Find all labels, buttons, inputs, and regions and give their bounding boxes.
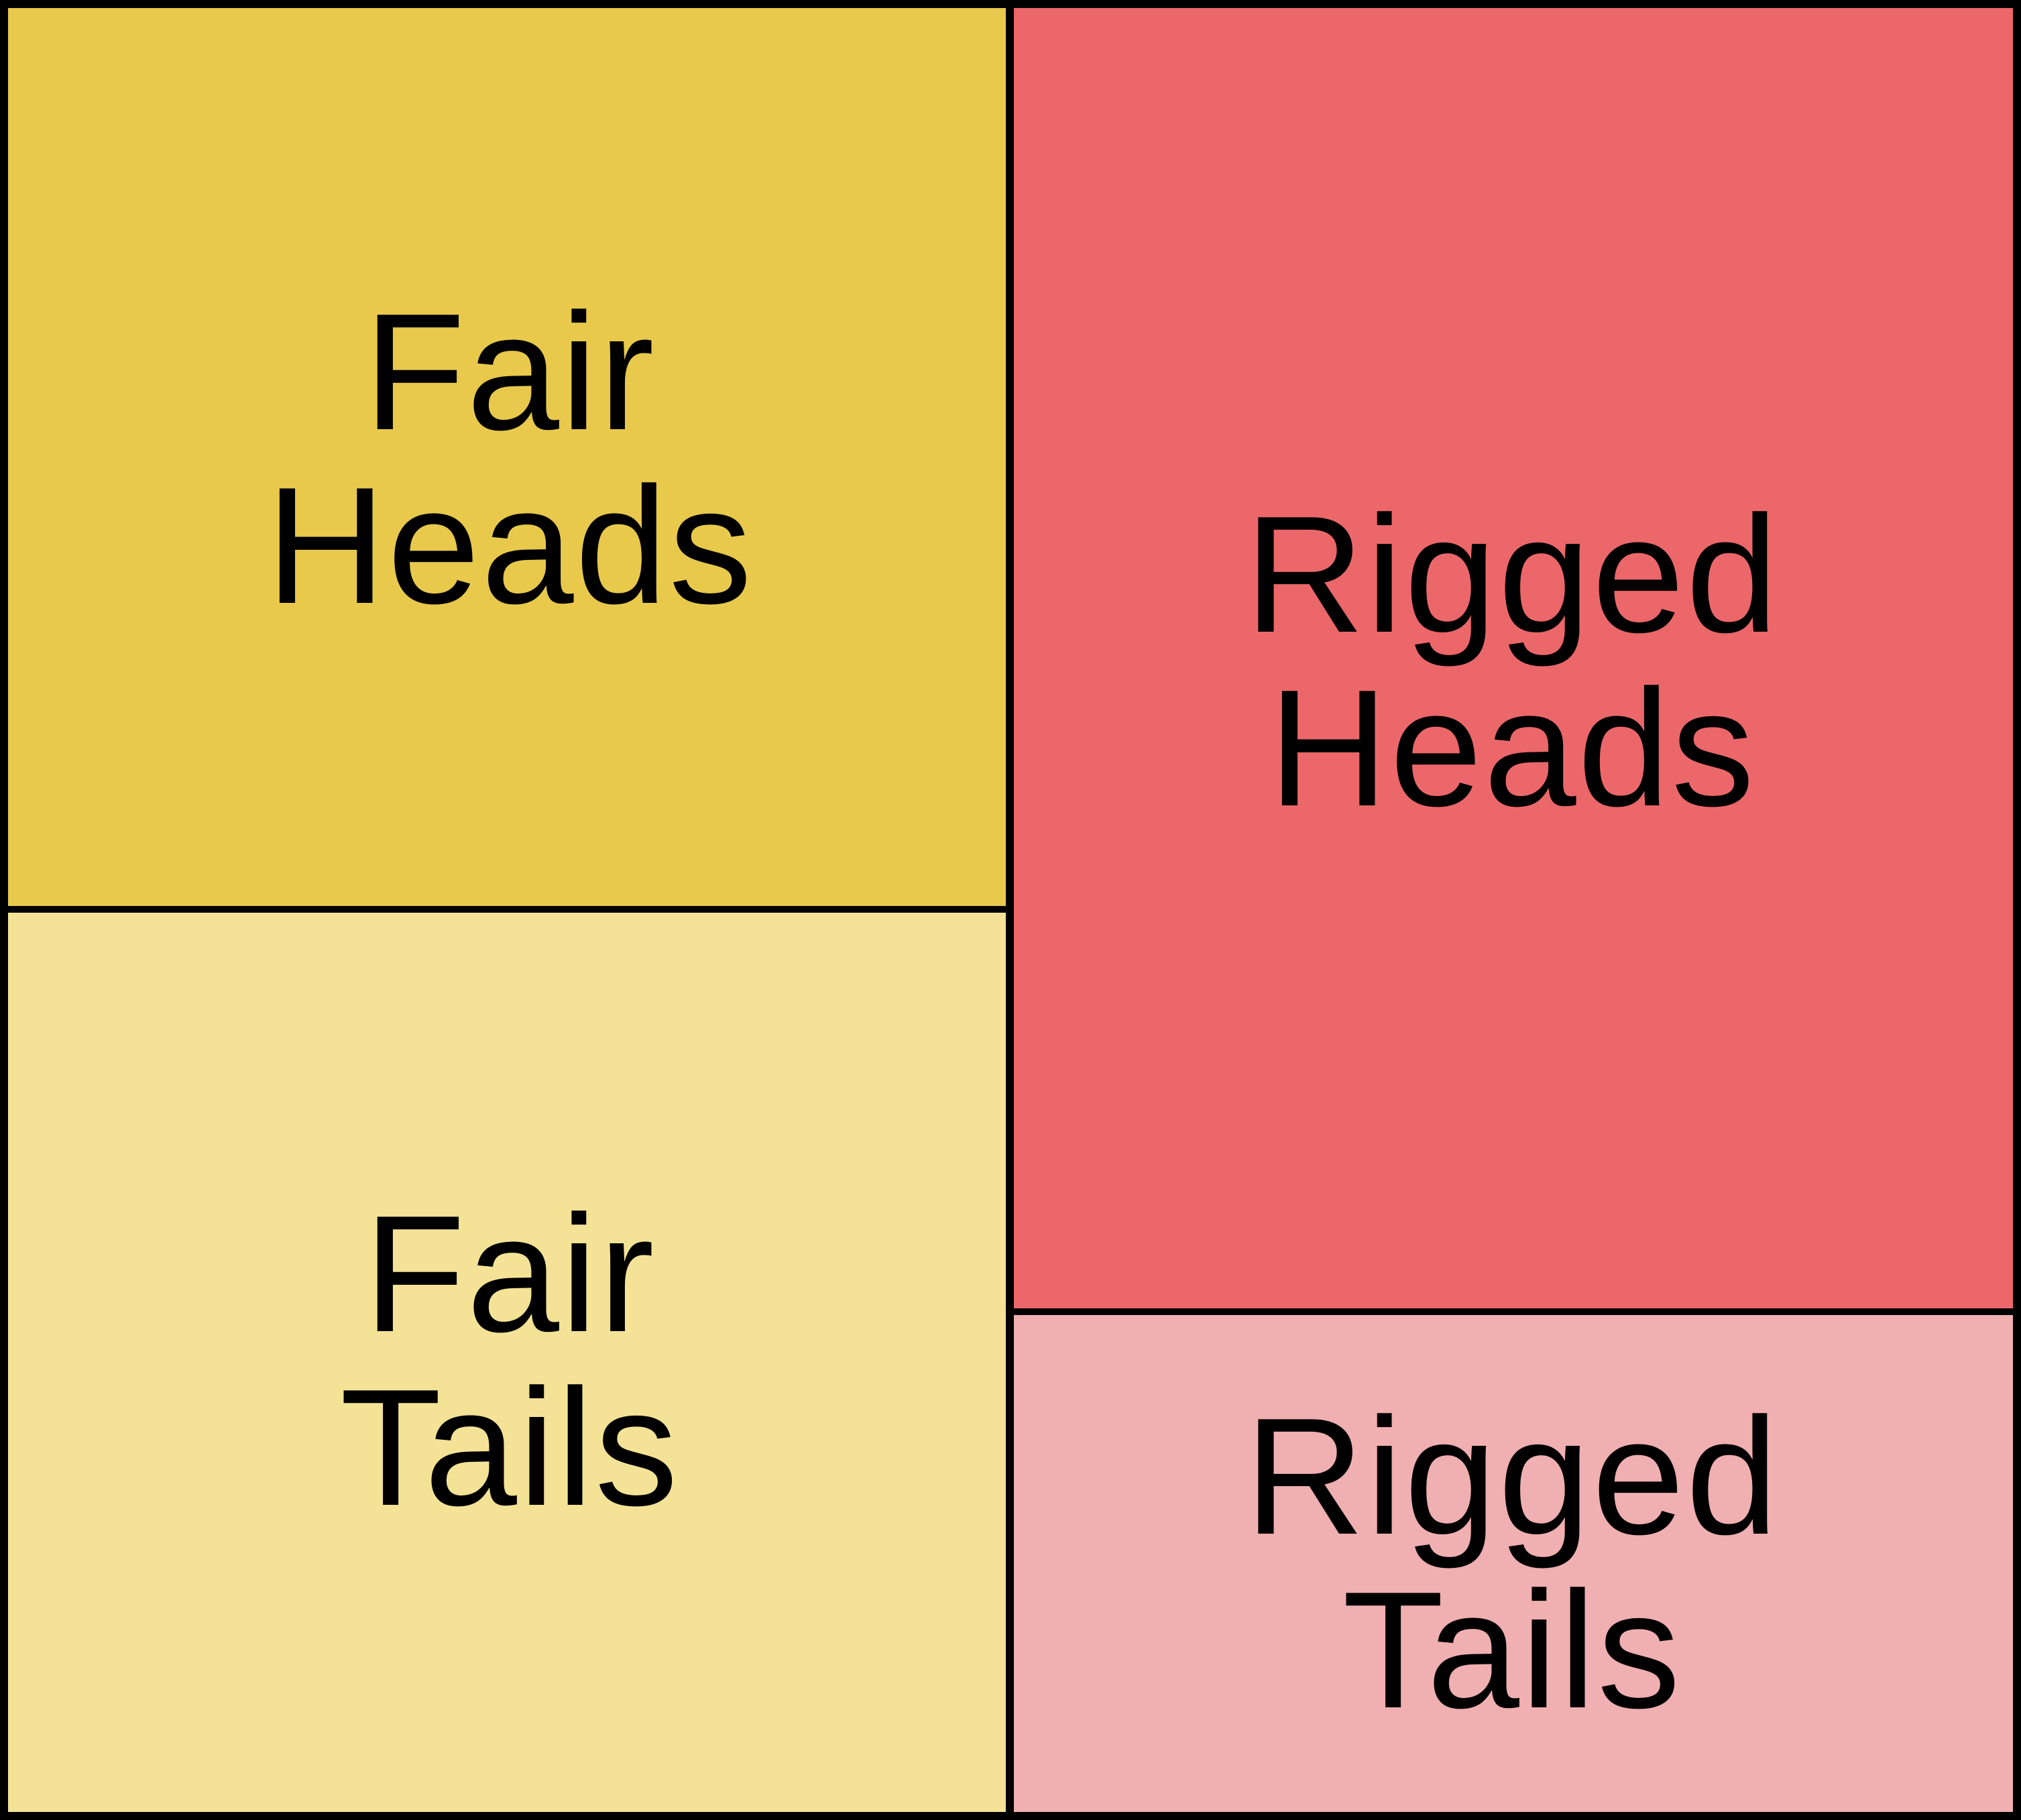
cell-rigged-tails: Rigged Tails	[1011, 1314, 2013, 1812]
cell-fair-heads: Fair Heads	[8, 8, 1011, 909]
cell-label: Rigged Tails	[1245, 1383, 1780, 1743]
cell-rigged-heads: Rigged Heads	[1011, 8, 2013, 1314]
center-divider	[1006, 0, 1014, 1820]
cell-fair-tails: Fair Tails	[8, 909, 1011, 1812]
fair-divider	[0, 906, 1010, 913]
cell-label: Fair Heads	[266, 278, 754, 638]
rigged-divider	[1010, 1308, 2021, 1315]
cell-label: Fair Tails	[339, 1180, 680, 1540]
cell-label: Rigged Heads	[1245, 481, 1780, 841]
